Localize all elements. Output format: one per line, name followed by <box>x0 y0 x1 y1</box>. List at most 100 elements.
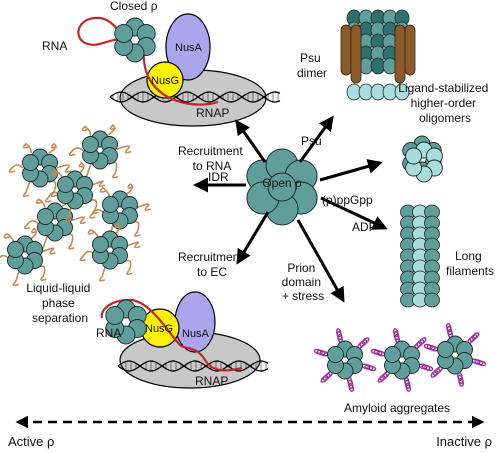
nusg-label-top: NusG <box>151 75 179 87</box>
open-rho-ring <box>246 148 318 226</box>
amyloid-fibril <box>430 370 439 378</box>
arrow-adp <box>320 196 388 230</box>
filaments-label: Long filaments <box>446 249 494 278</box>
elongation-complex: RNA NusA NusG RNAP <box>96 291 269 389</box>
psu-protein <box>394 24 406 84</box>
prion-label: Prion domain + stress <box>282 261 325 303</box>
arrow-prion <box>296 219 345 303</box>
llps-rho-ring <box>37 202 73 242</box>
closed-rho-hexamer <box>114 17 156 63</box>
arrow-ppgpp <box>319 159 383 182</box>
idr-loop <box>114 222 122 235</box>
amyloid-label: Amyloid aggregates <box>344 401 450 415</box>
amyloid-fibril <box>367 365 377 372</box>
amyloid-rho-ring <box>327 340 363 380</box>
rnap-label-top: RNAP <box>196 106 229 120</box>
idr-loop <box>3 232 15 243</box>
idr-loop <box>86 199 99 215</box>
idr-loop <box>107 124 117 136</box>
ec-rho-hexamer <box>105 299 147 345</box>
filament-subunit <box>424 292 440 308</box>
idr-loop <box>51 169 64 179</box>
amyloid-rho-ring <box>384 340 420 380</box>
rho-subunit <box>437 341 454 358</box>
amyloid-fibril <box>405 382 412 392</box>
open-rho-core <box>267 172 297 202</box>
amyloid-fibril <box>348 382 355 392</box>
idr-label: IDR <box>208 170 229 184</box>
arrow-psu <box>298 115 334 163</box>
dna-strand <box>109 91 281 103</box>
idr-loop <box>68 147 84 157</box>
idr-loop <box>79 250 95 262</box>
rho-subunit <box>327 346 344 363</box>
rna-label-bottom: RNA <box>96 326 121 340</box>
idr-loop <box>44 191 60 203</box>
amyloid-fibril <box>313 348 323 355</box>
idr-loop <box>89 208 104 219</box>
rho-subunit <box>92 236 109 253</box>
rho-subunit <box>114 24 134 43</box>
nusg-label-bottom: NusG <box>145 323 173 335</box>
amyloid-fibril <box>320 375 329 383</box>
amyloid-aggregates <box>313 323 487 392</box>
rnap-label-bottom: RNAP <box>195 374 228 388</box>
ligand-ring-front <box>405 141 443 183</box>
long-filament <box>400 204 440 308</box>
idr-loop <box>108 161 119 179</box>
inactive-rho-label: Inactive ρ <box>436 434 492 449</box>
arrow-recruit-rna <box>235 119 267 163</box>
nusa-label-top: NusA <box>175 42 203 54</box>
rna-label-top: RNA <box>42 39 67 53</box>
amyloid-fibril <box>335 328 342 338</box>
idr-loop <box>116 145 132 154</box>
amyloid-fibril <box>370 348 380 355</box>
idr-loop <box>64 233 75 250</box>
arrow-recruit-ec <box>236 211 270 265</box>
ppgpp-label: (p)ppGpp <box>322 193 373 207</box>
idr-loop <box>8 164 24 173</box>
llps-rho-ring <box>7 235 43 275</box>
ec-rho-ring <box>105 299 147 345</box>
rho-subunit <box>405 147 423 165</box>
idr-loop <box>56 164 72 173</box>
rho-subunit <box>82 136 99 153</box>
idr-loop <box>121 259 133 276</box>
amyloid-fibril <box>418 337 427 345</box>
llps-condensate <box>0 124 151 287</box>
amyloid-fibril <box>423 343 433 350</box>
psu-dimer-complex <box>340 9 416 101</box>
amyloid-rho-ring <box>437 335 473 375</box>
idr-loop <box>41 247 56 255</box>
psu-dimer-label: Psu dimer <box>297 51 327 80</box>
rho-subunit <box>7 241 24 258</box>
amyloid-fibril <box>445 323 452 333</box>
rho-subunit <box>105 306 125 325</box>
amyloid-fibril <box>392 328 399 338</box>
nusa-top <box>165 13 211 81</box>
llps-rho-ring <box>22 148 58 188</box>
active-rho-label: Active ρ <box>8 434 54 449</box>
psu-protein <box>404 24 416 76</box>
amyloid-fibril <box>477 360 487 367</box>
open-rho-label: Open ρ <box>262 176 302 190</box>
rho-subunit <box>384 346 401 363</box>
closed-rho-ring <box>114 17 156 63</box>
psu-protein <box>340 24 352 76</box>
closed-rho-label: Closed ρ <box>110 0 158 13</box>
recruit-ec-label: Recruitment to EC <box>178 250 246 279</box>
arrows <box>193 115 388 303</box>
idr-loop <box>87 228 100 239</box>
idr-loop <box>12 268 21 287</box>
rho-subunit <box>57 176 74 193</box>
idr-loop <box>35 265 47 281</box>
amyloid-fibril <box>458 377 465 387</box>
adp-label: ADP <box>352 220 377 234</box>
amyloid-fibril <box>424 365 434 372</box>
nusa-bottom <box>174 291 216 353</box>
psu-arrow-label: Psu <box>301 134 322 148</box>
idr-loop <box>48 142 58 154</box>
dna-helix-bottom <box>117 360 269 372</box>
rho-subunit <box>37 208 54 225</box>
llps-rho-ring <box>57 170 93 210</box>
